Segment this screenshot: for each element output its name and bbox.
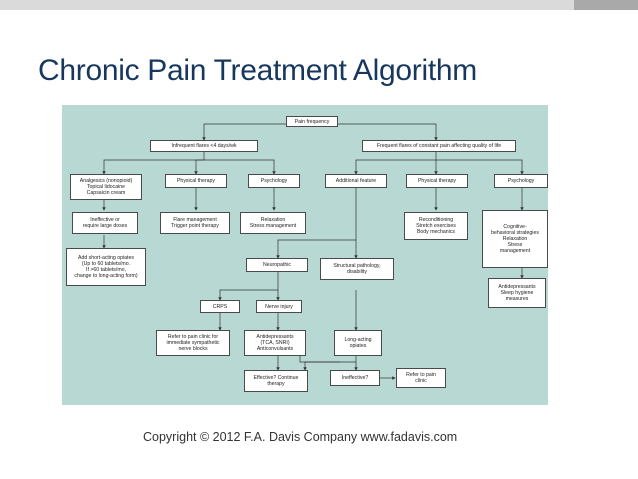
node-antidepressants-tca: Antidepressants (TCA, SNRI) Anticonvulsa… xyxy=(244,330,306,356)
node-infrequent-flares: Infrequent flares <4 days/wk xyxy=(150,140,258,152)
node-nerve-injury: Nerve injury xyxy=(256,300,302,313)
node-neuropathic: Neuropathic xyxy=(246,258,308,272)
node-analgesics: Analgesics (nonopioid) Topical lidocaine… xyxy=(70,174,142,200)
node-cbt: Cognitive- behavioral strategies Relaxat… xyxy=(482,210,548,268)
top-bar-accent xyxy=(574,0,638,10)
node-pain-frequency: Pain frequency xyxy=(286,116,338,127)
node-relaxation-left: Relaxation Stress management xyxy=(240,212,306,234)
node-long-acting-opiates: Long-acting opiates xyxy=(334,330,382,356)
node-additional-feature: Additional feature xyxy=(325,174,387,188)
node-psychology-left: Psychology xyxy=(248,174,300,188)
top-bar xyxy=(0,0,638,10)
node-pain-clinic-sympathetic: Refer to pain clinic for immediate sympa… xyxy=(156,330,230,356)
node-ineffective-question: Ineffective? xyxy=(330,370,380,386)
copyright-caption: Copyright © 2012 F.A. Davis Company www.… xyxy=(143,430,458,444)
node-physical-therapy-left: Physical therapy xyxy=(165,174,227,188)
node-physical-therapy-right: Physical therapy xyxy=(406,174,468,188)
node-antidepressants-sleep: Antidepressants Sleep hygiene measures xyxy=(488,278,546,308)
node-crps: CRPS xyxy=(200,300,240,313)
node-effective-continue: Effective? Continue therapy xyxy=(244,370,308,392)
node-flare-management: Flare management Trigger point therapy xyxy=(160,212,230,234)
node-structural-pathology: Structural pathology, disability xyxy=(320,258,394,280)
node-short-acting-opiates: Add short-acting opiates (Up to 60 table… xyxy=(66,248,146,286)
node-frequent-flares: Frequent flares of constant pain affecti… xyxy=(362,140,516,152)
node-psychology-right: Psychology xyxy=(494,174,548,188)
node-refer-pain-clinic: Refer to pain clinic xyxy=(396,368,446,388)
node-reconditioning: Reconditioning Stretch exercises Body me… xyxy=(404,212,468,240)
node-ineffective-left: Ineffective or require large doses xyxy=(72,212,138,234)
slide-title: Chronic Pain Treatment Algorithm xyxy=(38,54,477,87)
